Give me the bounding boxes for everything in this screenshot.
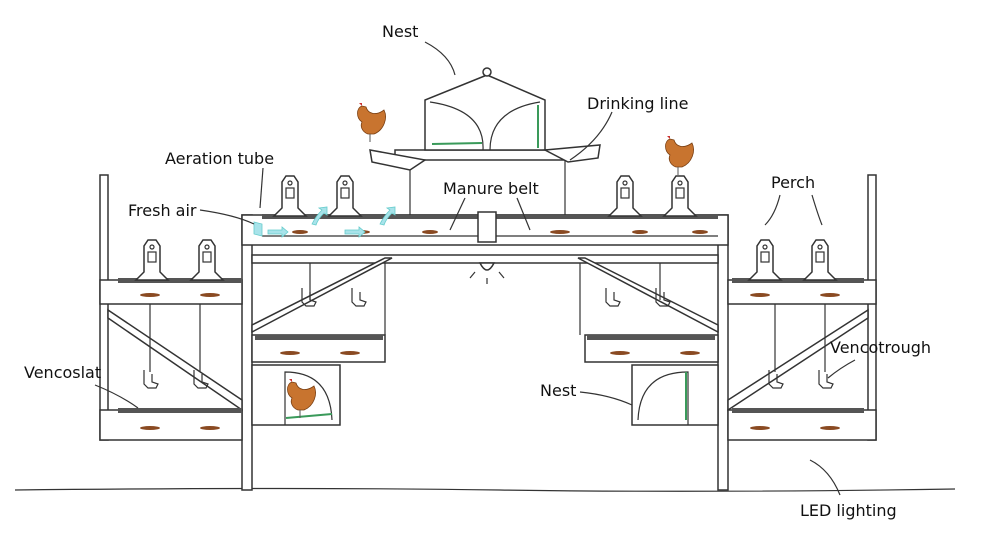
label-vencoslat: Vencoslat [24, 363, 101, 382]
inner-tiers [251, 334, 719, 426]
leader-lines [94, 41, 856, 496]
left-wing [99, 174, 243, 441]
label-nest-top: Nest [382, 22, 418, 41]
label-fresh-air: Fresh air [128, 201, 197, 220]
label-vencotrough: Vencotrough [830, 338, 931, 357]
left-leg [241, 214, 253, 491]
led-light-icon [469, 262, 505, 284]
right-leg [717, 214, 729, 491]
top-nest [369, 67, 601, 215]
label-aeration-tube: Aeration tube [165, 149, 274, 168]
hen-icon [357, 102, 387, 143]
label-perch: Perch [771, 173, 815, 192]
fresh-air-flow [253, 206, 396, 238]
top-tier [241, 175, 729, 246]
label-drinking-line: Drinking line [587, 94, 688, 113]
label-nest-lower: Nest [540, 381, 576, 400]
label-led-lighting: LED lighting [800, 501, 897, 520]
label-manure-belt: Manure belt [443, 179, 539, 198]
ground-line [14, 487, 956, 492]
right-wing [727, 174, 877, 441]
central-frame [251, 254, 719, 335]
hen-icon [665, 135, 695, 176]
